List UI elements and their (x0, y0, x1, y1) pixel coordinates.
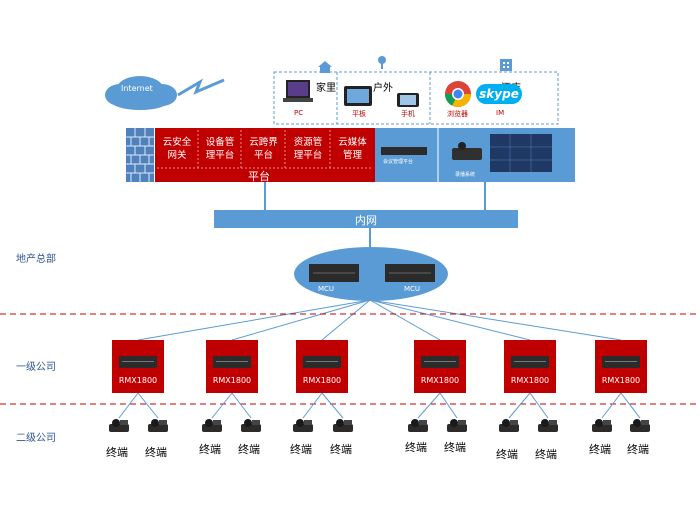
tablet-icon (344, 86, 372, 110)
phone-icon (397, 92, 419, 111)
terminal-label: 终端 (199, 443, 221, 456)
intranet-label: 内网 (355, 214, 377, 227)
platform-cell: 云安全 网关 (162, 137, 192, 161)
rmx-unit: RMX1800 (296, 340, 348, 393)
hotel-icon (498, 56, 514, 71)
device-label-tablet: 平板 (352, 110, 366, 118)
terminal-label: 终端 (238, 443, 260, 456)
terminal-label: 终端 (627, 443, 649, 456)
platform-block (155, 128, 375, 182)
rmx-unit: RMX1800 (206, 340, 258, 393)
conference-mgmt-label: 会议管理平台 (383, 159, 414, 165)
rmx-unit: RMX1800 (112, 340, 164, 393)
rmx-label: RMX1800 (601, 376, 641, 385)
platform-cell: 设备管 理平台 (205, 137, 235, 161)
terminal-icon (293, 419, 313, 432)
mcu-label: MCU (404, 285, 421, 293)
remote-endpoints-box (273, 71, 559, 125)
terminal-label: 终端 (496, 448, 518, 461)
terminal-icon (499, 419, 519, 432)
rmx-label: RMX1800 (302, 376, 342, 385)
device-label-phone: 手机 (401, 110, 415, 118)
platform-label: 平台 (248, 170, 270, 183)
terminal-icon (202, 419, 222, 432)
rmx-unit: RMX1800 (414, 340, 466, 393)
terminal-label: 终端 (405, 441, 427, 454)
hq-mcu-ellipse (294, 247, 448, 301)
rmx-unit: RMX1800 (595, 340, 647, 393)
level-label-level1: 一级公司 (16, 362, 56, 373)
terminal-icon (148, 419, 168, 432)
terminal-label: 终端 (589, 443, 611, 456)
terminal-label: 终端 (444, 441, 466, 454)
location-outdoor: 户外 (373, 83, 393, 94)
location-home: 家里 (316, 83, 336, 94)
platform-cell: 云媒体 管理 (338, 137, 367, 161)
terminal-icon (447, 419, 467, 432)
rmx-unit: RMX1800 (504, 340, 556, 393)
rmx-label: RMX1800 (212, 376, 252, 385)
device-label-im: IM (496, 109, 505, 117)
terminal-label: 终端 (330, 443, 352, 456)
terminal-label: 终端 (145, 446, 167, 459)
terminal-label: 终端 (290, 443, 312, 456)
terminal-icon (630, 419, 650, 432)
terminal-icon (333, 419, 353, 432)
device-label-pc: PC (294, 109, 304, 117)
terminal-icon (408, 419, 428, 432)
recording-label: 录播系统 (455, 172, 476, 178)
intranet-bar (214, 210, 518, 228)
house-icon (318, 58, 332, 73)
video-wall-icon (490, 134, 552, 172)
platform-cell: 资源管 理平台 (293, 137, 323, 161)
level-label-hq: 地产总部 (16, 254, 56, 265)
conference-server-icon (381, 147, 427, 155)
platform-cell: 云跨界 平台 (249, 137, 278, 161)
browser-icon (444, 80, 472, 112)
internet-cloud (105, 76, 177, 110)
terminal-icon (538, 419, 558, 432)
rmx-label: RMX1800 (510, 376, 550, 385)
laptop-icon (283, 80, 313, 110)
skype-icon: skype (476, 84, 522, 104)
outdoor-icon (374, 54, 390, 69)
terminal-label: 终端 (106, 446, 128, 459)
level-label-level2: 二级公司 (16, 433, 56, 444)
wireless-link-icon (177, 78, 225, 97)
terminal-label: 终端 (535, 448, 557, 461)
rmx-label: RMX1800 (420, 376, 460, 385)
terminal-icon (592, 419, 612, 432)
hq-to-level1-links (137, 299, 622, 341)
terminal-icon (241, 419, 261, 432)
firewall-icon (126, 128, 154, 182)
device-label-browser: 浏览器 (447, 110, 468, 118)
level1-to-terminal-links (118, 392, 641, 419)
terminal-icon (109, 419, 129, 432)
recording-device-icon (452, 148, 482, 160)
internet-label: Internet (121, 84, 153, 93)
rmx-label: RMX1800 (118, 376, 158, 385)
mcu-label: MCU (318, 285, 335, 293)
